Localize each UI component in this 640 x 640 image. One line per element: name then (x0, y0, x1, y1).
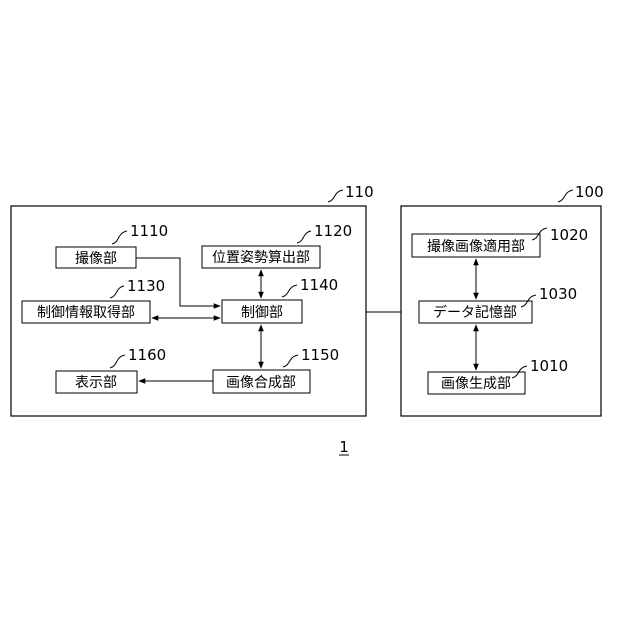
block-1010-ref: 1010 (530, 357, 568, 375)
block-1160-label: 表示部 (75, 375, 117, 391)
block-1140-ref: 1140 (300, 276, 338, 294)
block-1160-ref: 1160 (128, 346, 166, 364)
block-1010-label: 画像生成部 (441, 376, 511, 392)
block-1140-leader (282, 285, 297, 297)
block-1030-label: データ記憶部 (433, 304, 517, 321)
device-100-leader (558, 190, 573, 202)
block-1110-ref: 1110 (130, 222, 168, 240)
device-110-ref: 110 (345, 183, 374, 201)
figure-number: 1 (339, 438, 349, 456)
block-1120-leader (297, 231, 311, 243)
block-1160-leader (110, 355, 125, 368)
block-1020-label: 撮像画像適用部 (427, 238, 525, 255)
block-1130-ref: 1130 (127, 277, 165, 295)
device-110-leader (328, 190, 343, 202)
block-1030-ref: 1030 (539, 285, 577, 303)
device-100-ref: 100 (575, 183, 604, 201)
block-1110-label: 撮像部 (75, 250, 117, 267)
block-1110-leader (112, 231, 127, 244)
block-1130-leader (110, 286, 124, 298)
block-1130-label: 制御情報取得部 (37, 304, 135, 321)
block-1150-label: 画像合成部 (226, 375, 296, 391)
block-1150-ref: 1150 (301, 346, 339, 364)
block-1140-label: 制御部 (241, 305, 283, 321)
block-1020-ref: 1020 (550, 226, 588, 244)
block-1120-ref: 1120 (314, 222, 352, 240)
block-1120-label: 位置姿勢算出部 (212, 250, 310, 266)
block-1150-leader (283, 355, 298, 367)
